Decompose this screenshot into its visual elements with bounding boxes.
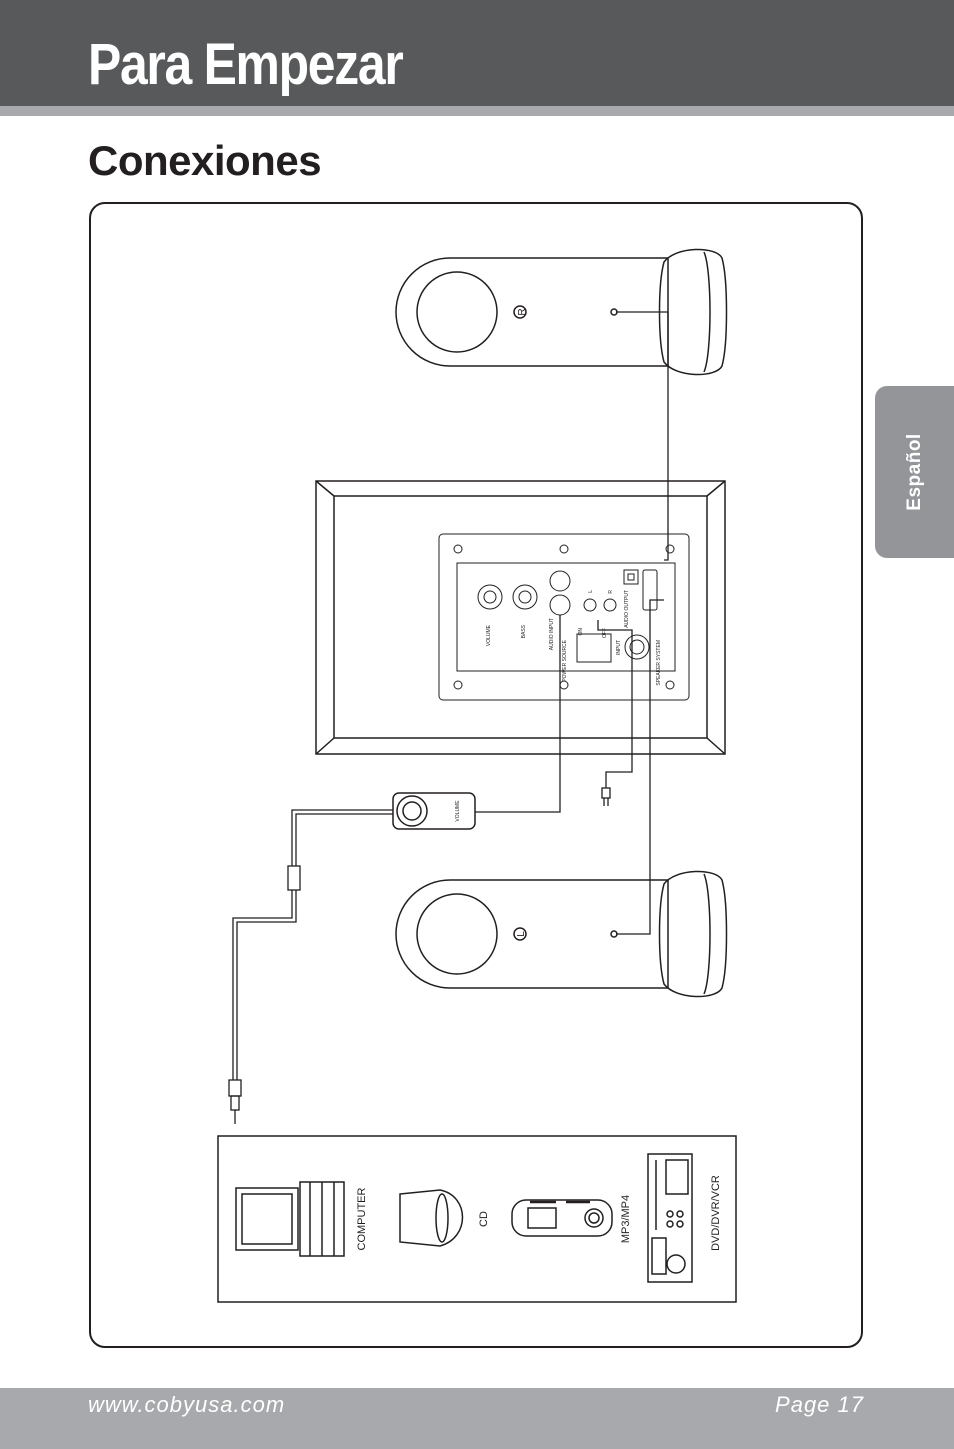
panel-r-label: R [608, 590, 614, 594]
device-computer-label: COMPUTER [356, 1187, 368, 1250]
panel-bass-label: BASS [521, 624, 527, 638]
header-stripe [0, 106, 954, 116]
subwoofer-cabinet [315, 480, 726, 755]
device-dvd-label: DVD/DVR/VCR [710, 1175, 722, 1251]
computer-icon: COMPUTER [235, 1181, 368, 1257]
speaker-right: R [395, 248, 728, 376]
language-tab[interactable]: Español [875, 386, 954, 558]
remote-label: VOLUME [455, 800, 461, 822]
panel-input-label: INPUT [616, 640, 622, 655]
cables [228, 311, 669, 1124]
inline-volume-remote: VOLUME [392, 792, 476, 830]
speaker-left: L [395, 870, 728, 998]
section-title: Conexiones [88, 137, 322, 184]
dvd-player-icon: DVD/DVR/VCR [647, 1153, 722, 1283]
subwoofer-back-panel: VOLUME BASS AUDIO INPUT POWER SOURCE ON … [438, 533, 690, 701]
device-cd-label: CD [478, 1211, 490, 1227]
device-mp3-label: MP3/MP4 [620, 1195, 632, 1243]
speaker-left-badge [513, 927, 527, 941]
panel-audio-output-label: AUDIO OUTPUT [624, 590, 630, 628]
cd-icon: CD [399, 1189, 490, 1247]
footer-url[interactable]: www.cobyusa.com [88, 1392, 286, 1417]
speaker-right-badge [513, 305, 527, 319]
panel-l-label: L [588, 590, 594, 593]
panel-speaker-system-label: SPEAKER SYSTEM [656, 640, 662, 686]
header-bar [0, 0, 954, 106]
speaker-right-label: R [517, 308, 528, 315]
panel-off-label: OFF [602, 628, 608, 638]
speaker-left-label: L [516, 931, 527, 937]
panel-power-source-label: POWER SOURCE [562, 639, 568, 681]
diagram-frame [89, 202, 863, 1348]
mp3-player-icon: MP3/MP4 [511, 1195, 632, 1243]
panel-audio-input-label: AUDIO INPUT [549, 618, 555, 650]
page-title: Para Empezar [88, 32, 404, 97]
source-devices: COMPUTER CD MP3/MP4 DVD/DVR/VCR [217, 1135, 737, 1303]
panel-volume-label: VOLUME [486, 624, 492, 646]
footer-page-number: Page 17 [775, 1392, 864, 1417]
panel-on-label: ON [578, 628, 584, 636]
footer-bar [0, 1388, 954, 1449]
